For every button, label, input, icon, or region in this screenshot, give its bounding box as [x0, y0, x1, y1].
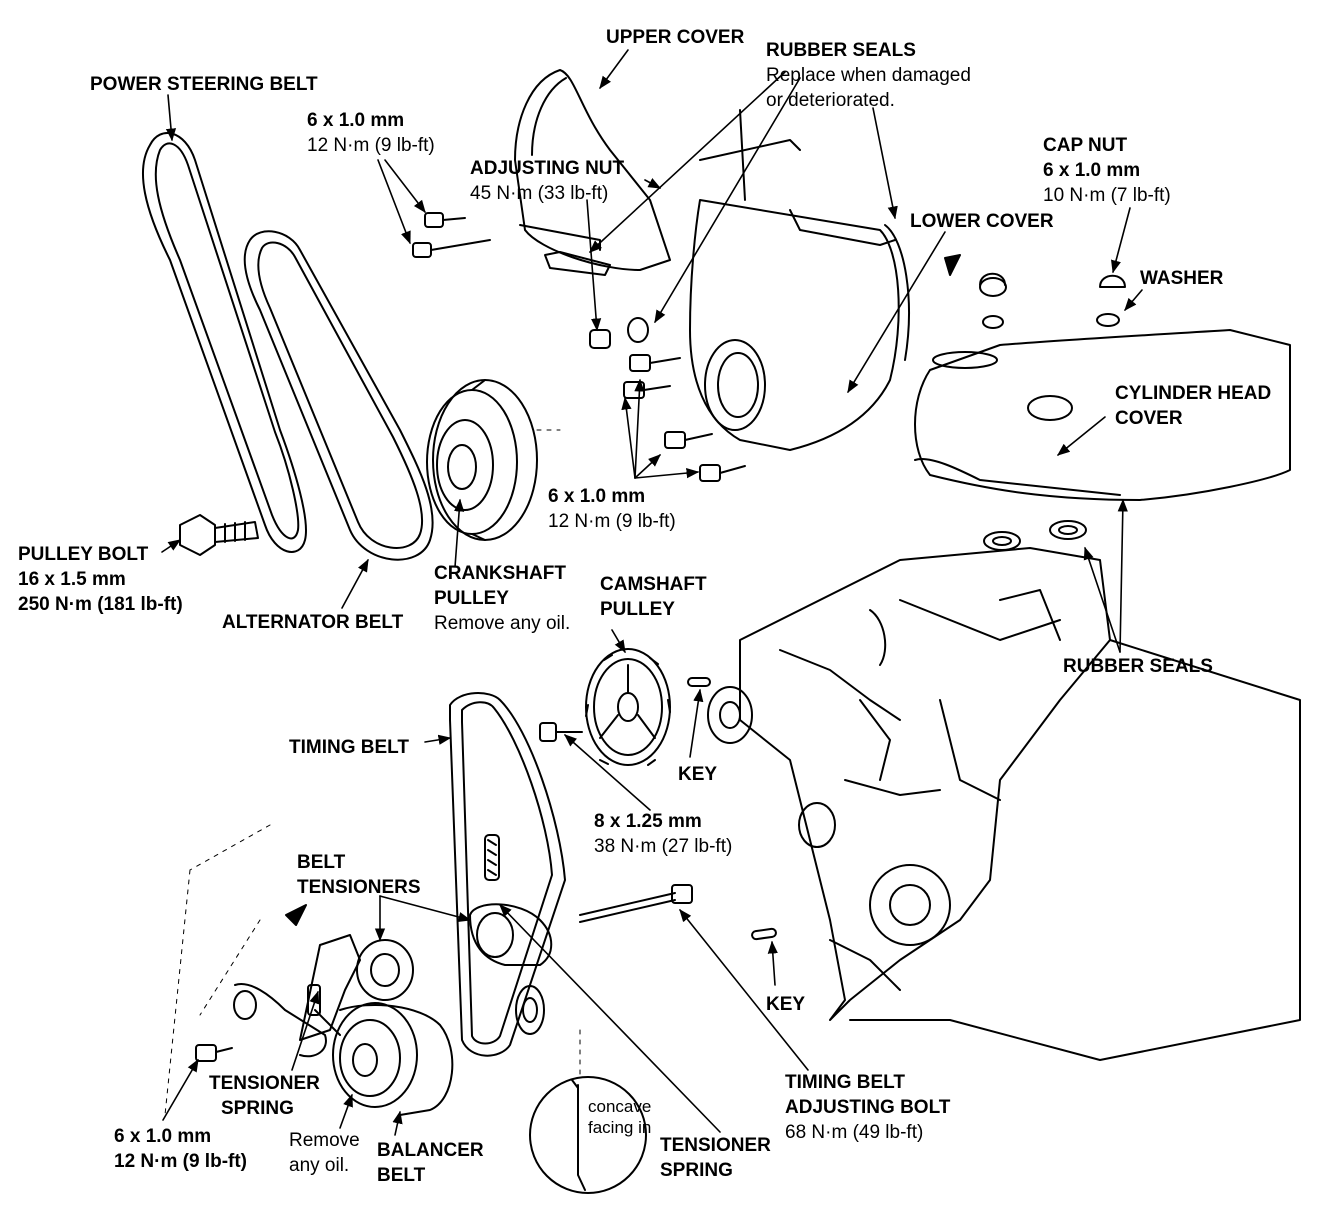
label-adjusting-nut: ADJUSTING NUT 45 N·m (33 lb-ft)	[470, 158, 625, 204]
label-bolt-bottom: 6 x 1.0 mm 12 N·m (9 lb-ft)	[114, 1126, 247, 1172]
label-crankshaft-pulley: CRANKSHAFT PULLEY Remove any oil.	[434, 563, 571, 634]
direction-arrow	[285, 904, 307, 926]
label-timing-belt-adjusting-bolt: TIMING BELT ADJUSTING BOLT 68 N·m (49 lb…	[785, 1072, 951, 1143]
label-rubber-seals-mid: RUBBER SEALS	[1063, 656, 1213, 677]
balancer-tensioner-assembly	[233, 934, 454, 1116]
label-cylinder-head-cover: CYLINDER HEAD COVER	[1115, 383, 1272, 429]
label-lower-cover: LOWER COVER	[910, 211, 1054, 232]
rubber-seals-head	[983, 520, 1087, 551]
label-tensioner-spring-left: TENSIONER SPRING	[209, 1073, 320, 1119]
label-camshaft-pulley: CAMSHAFT PULLEY	[600, 574, 707, 620]
timing-belt-tensioner	[469, 834, 553, 966]
label-upper-cover: UPPER COVER	[606, 27, 745, 48]
cylinder-head-cover	[914, 272, 1291, 501]
timing-belt	[449, 692, 566, 1057]
label-pulley-bolt: PULLEY BOLT 16 x 1.5 mm 250 N·m (181 lb-…	[18, 544, 183, 615]
reference-lines	[164, 429, 581, 1116]
label-washer: WASHER	[1140, 268, 1224, 289]
small-seal	[515, 985, 545, 1035]
label-rubber-seals-top: RUBBER SEALS Replace when damaged or det…	[766, 40, 971, 111]
label-bolt-mid: 6 x 1.0 mm 12 N·m (9 lb-ft)	[548, 486, 676, 532]
label-cam-bolt: 8 x 1.25 mm 38 N·m (27 lb-ft)	[594, 811, 733, 857]
label-timing-belt: TIMING BELT	[289, 737, 409, 758]
label-key-upper: KEY	[678, 764, 718, 785]
pulley-bolt	[179, 514, 259, 556]
label-remove-oil: Remove any oil.	[289, 1130, 360, 1176]
crankshaft-pulley	[426, 379, 538, 541]
label-belt-tensioners: BELT TENSIONERS	[297, 852, 421, 898]
camshaft-bolt	[539, 722, 583, 742]
label-concave: concave facing in	[588, 1097, 652, 1137]
label-power-steering-belt: POWER STEERING BELT	[90, 74, 318, 95]
timing-belt-adjusting-bolt	[579, 884, 693, 923]
camshaft-pulley	[585, 648, 671, 766]
label-cap-nut: CAP NUT 6 x 1.0 mm 10 N·m (7 lb-ft)	[1043, 135, 1171, 206]
key-upper	[687, 677, 711, 687]
direction-arrow	[944, 254, 961, 276]
alternator-belt	[243, 230, 434, 561]
lower-cover	[689, 199, 910, 451]
power-steering-belt	[141, 132, 307, 553]
label-tensioner-spring-right: TENSIONER SPRING	[660, 1135, 771, 1181]
label-balancer-belt: BALANCER BELT	[377, 1140, 484, 1186]
key-lower	[751, 927, 777, 941]
bottom-left-bolt	[195, 1044, 233, 1062]
label-key-lower: KEY	[766, 994, 806, 1015]
concave-detail	[529, 1076, 647, 1194]
leader-lines	[161, 49, 1143, 1136]
label-bolt-top: 6 x 1.0 mm 12 N·m (9 lb-ft)	[307, 110, 435, 156]
upper-cover	[514, 69, 801, 271]
engine-block	[707, 547, 1301, 1061]
label-alternator-belt: ALTERNATOR BELT	[222, 612, 404, 633]
